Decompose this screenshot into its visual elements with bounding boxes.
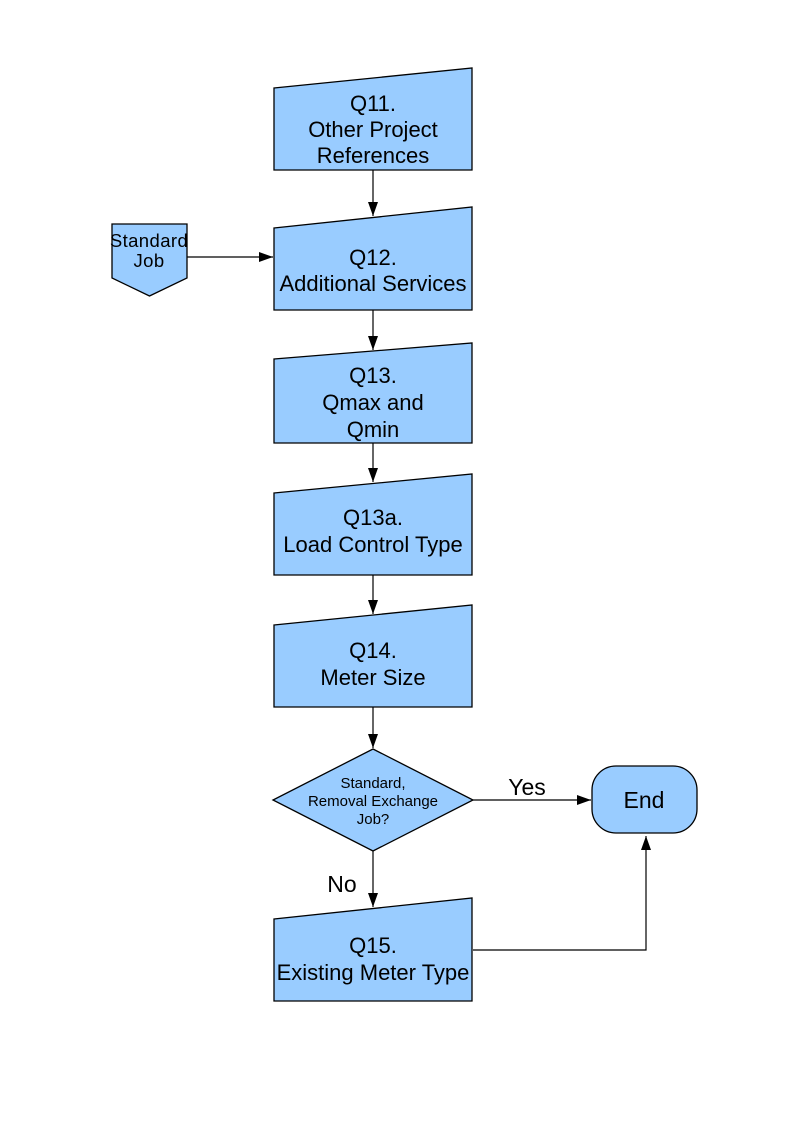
node-q13 [273,342,473,444]
node-q13a [273,473,473,576]
node-q13a-label-line-1: Q13a. [343,505,403,530]
node-q14-label-line-1: Q14. [349,638,397,663]
node-q12 [273,206,473,311]
node-standard-job-label-line-2: Job [133,250,164,271]
node-q14 [273,604,473,708]
node-decision-label-line-2: Removal Exchange [308,793,438,810]
node-standard-job [111,223,188,297]
node-q13-label-line-3: Qmin [347,417,400,442]
node-q15 [273,897,473,1002]
node-decision-diamond [271,748,475,852]
shapes [111,67,698,1002]
node-end-terminator [591,765,698,834]
node-q11 [273,67,473,171]
node-q11-label-line-2: Other Project [308,117,438,142]
connector-q15-to-end [473,836,651,951]
edge-label-no: No [327,871,356,897]
node-decision-label-line-3: Job? [357,811,390,828]
node-end-label: End [624,787,665,813]
node-q15-label-line-1: Q15. [349,933,397,958]
node-q11-label-line-3: References [317,143,430,168]
node-q12-label-line-2: Additional Services [279,271,466,296]
labels: Q11. Other Project References Standard J… [110,91,665,985]
node-q15-label-line-2: Existing Meter Type [277,960,470,985]
node-decision-label-line-1: Standard, [340,775,405,792]
node-q14-label-line-2: Meter Size [320,665,425,690]
edge-label-yes: Yes [508,774,546,800]
node-standard-job-label-line-1: Standard [110,230,188,251]
node-q13-label-line-2: Qmax and [322,390,424,415]
node-q11-label-line-1: Q11. [350,91,396,116]
node-q12-label-line-1: Q12. [349,245,397,270]
connectors [187,170,651,951]
node-q13a-label-line-2: Load Control Type [283,532,462,557]
node-q13-label-line-1: Q13. [349,363,397,388]
